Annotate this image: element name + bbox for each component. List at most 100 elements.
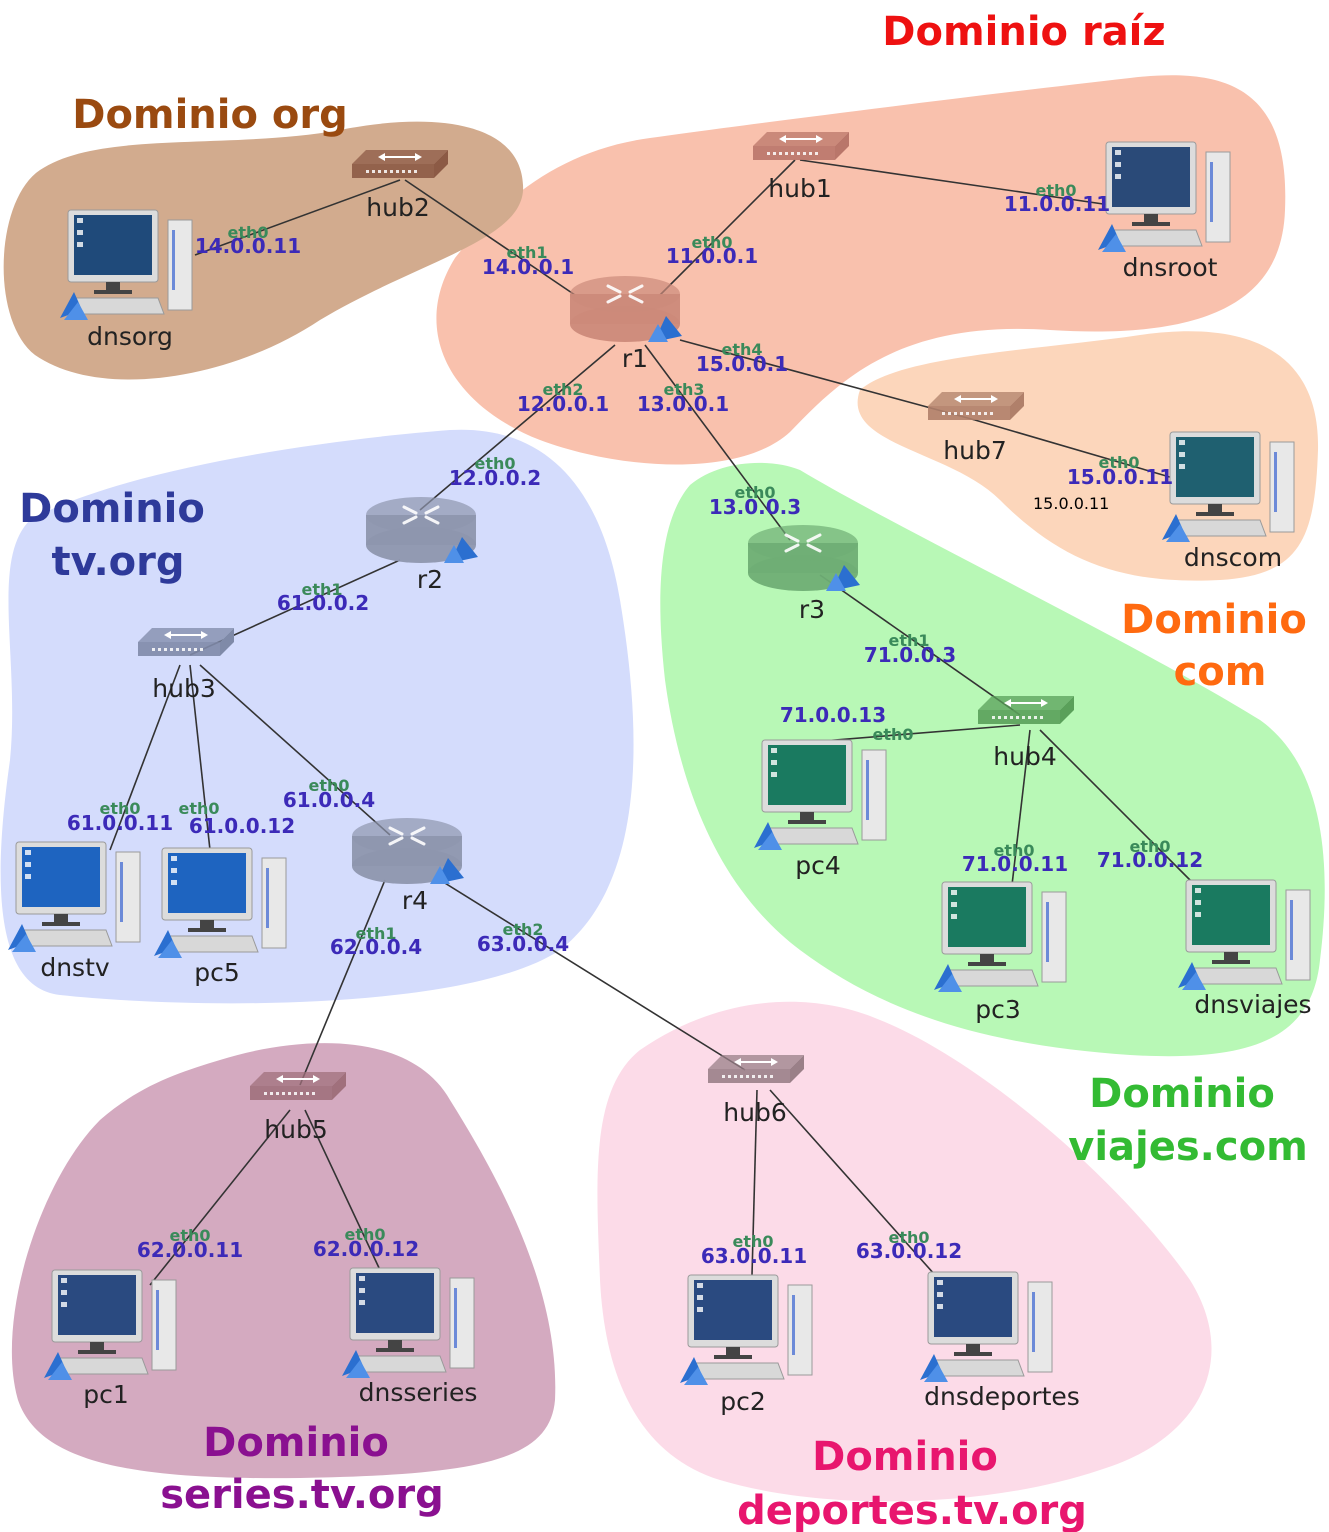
pc1-eth0-iface: eth0 — [169, 1226, 210, 1245]
dnscom-label: dnscom — [1184, 543, 1282, 572]
hub7-label: hub7 — [943, 436, 1006, 465]
domain-title-com-line1: Dominio — [1121, 597, 1307, 643]
hub6-icon[interactable] — [707, 1054, 805, 1084]
r2-eth0-ip: 12.0.0.2 — [449, 466, 541, 490]
dnsseries-pc-icon[interactable] — [341, 1267, 475, 1379]
r4-eth1-ip: 62.0.0.4 — [330, 935, 422, 959]
dnsviajes-pc-icon[interactable] — [1177, 879, 1311, 991]
pc2-label: pc2 — [720, 1387, 766, 1416]
dnstv-pc-icon[interactable] — [7, 841, 141, 953]
r4-eth2-ip: 63.0.0.4 — [477, 932, 569, 956]
link-hub6-pc2 — [751, 1089, 758, 1276]
pc2-eth0-ip: 63.0.0.11 — [701, 1244, 807, 1268]
dnsviajes-label: dnsviajes — [1194, 990, 1311, 1019]
r3-eth0-iface: eth0 — [734, 483, 775, 502]
dnscom-extra-ip: 15.0.0.11 — [1033, 494, 1109, 513]
pc3-pc-icon[interactable] — [933, 881, 1067, 993]
link-r4-hub5 — [299, 879, 386, 1086]
hub3-label: hub3 — [152, 674, 215, 703]
r2-eth1-ip: 61.0.0.2 — [277, 591, 369, 615]
link-hub3-dnstv — [109, 664, 181, 851]
pc5-label: pc5 — [194, 958, 240, 987]
dnsorg-pc-icon[interactable] — [59, 209, 193, 321]
dnscom-eth0-ip: 15.0.0.11 — [1067, 465, 1173, 489]
dnsseries-eth0-ip: 62.0.0.12 — [313, 1237, 419, 1261]
domain-title-raiz: Dominio raíz — [882, 9, 1165, 55]
r1-eth0-ip: 11.0.0.1 — [666, 244, 758, 268]
link-r1-hub7 — [679, 339, 976, 421]
dnsviajes-eth0-iface: eth0 — [1129, 837, 1170, 856]
domain-title-tvorg-line2: tv.org — [52, 539, 185, 585]
network-links — [109, 159, 1196, 1286]
dnsdeportes-label: dnsdeportes — [924, 1382, 1080, 1411]
hub5-icon[interactable] — [249, 1071, 347, 1101]
dnsorg-label: dnsorg — [87, 322, 173, 351]
link-hub4-pc3 — [1011, 729, 1031, 886]
hub1-label: hub1 — [768, 174, 831, 203]
pc2-pc-icon[interactable] — [679, 1274, 813, 1386]
link-hub4-dnsviajes — [1039, 729, 1196, 886]
r1-eth1-iface: eth1 — [506, 243, 547, 262]
dnsdeportes-eth0-ip: 63.0.0.12 — [856, 1239, 962, 1263]
link-hub1-r1 — [659, 159, 796, 296]
r4-eth2-iface: eth2 — [502, 920, 543, 939]
r4-router-icon[interactable] — [350, 816, 466, 886]
interface-labels: eth0 11.0.0.11 eth0 11.0.0.1 eth1 14.0.0… — [67, 181, 1203, 1268]
link-r1-r3 — [644, 344, 791, 541]
r1-eth2-ip: 12.0.0.1 — [517, 392, 609, 416]
r2-eth0-iface: eth0 — [474, 454, 515, 473]
hub2-icon[interactable] — [351, 149, 449, 179]
dnsroot-eth0-ip: 11.0.0.11 — [1004, 192, 1110, 216]
r1-router-icon[interactable] — [568, 274, 684, 344]
hub2-label: hub2 — [366, 193, 429, 222]
r3-router-icon[interactable] — [746, 523, 862, 593]
dnsseries-label: dnsseries — [359, 1378, 478, 1407]
dnsorg-eth0-iface: eth0 — [227, 223, 268, 242]
r1-eth2-iface: eth2 — [542, 380, 583, 399]
r1-eth0-iface: eth0 — [691, 233, 732, 252]
r3-eth1-iface: eth1 — [888, 631, 929, 650]
dnsroot-pc-icon[interactable] — [1097, 141, 1231, 253]
dnscom-pc-icon[interactable] — [1161, 431, 1295, 543]
region-tvorg — [0, 429, 634, 1004]
region-viajes — [660, 462, 1325, 1057]
link-hub5-pc1 — [149, 1109, 291, 1286]
region-org — [3, 121, 524, 380]
link-r1-r2 — [419, 344, 616, 511]
domain-title-viajes-line1: Dominio — [1089, 1071, 1275, 1117]
pc1-pc-icon[interactable] — [43, 1269, 177, 1381]
domain-title-series-line1: Dominio — [203, 1420, 389, 1466]
dnstv-eth0-iface: eth0 — [99, 799, 140, 818]
pc3-label: pc3 — [975, 995, 1021, 1024]
link-hub4-pc4 — [809, 724, 1021, 743]
hub4-icon[interactable] — [977, 695, 1075, 725]
hub6-label: hub6 — [723, 1098, 786, 1127]
r2-label: r2 — [417, 565, 443, 594]
pc4-pc-icon[interactable] — [753, 739, 887, 851]
link-hub5-dnsseries — [304, 1109, 381, 1271]
pc3-eth0-ip: 71.0.0.11 — [962, 852, 1068, 876]
link-hub2-dnsorg — [194, 179, 401, 256]
domain-title-deportes-line2: deportes.tv.org — [737, 1488, 1087, 1532]
pc3-eth0-iface: eth0 — [993, 841, 1034, 860]
r3-eth0-ip: 13.0.0.3 — [709, 495, 801, 519]
r2-eth1-iface: eth1 — [301, 580, 342, 599]
r1-eth3-iface: eth3 — [663, 380, 704, 399]
dnsseries-eth0-iface: eth0 — [344, 1225, 385, 1244]
hub1-icon[interactable] — [752, 131, 850, 161]
dnsdeportes-pc-icon[interactable] — [919, 1271, 1053, 1383]
r3-eth1-ip: 71.0.0.3 — [864, 643, 956, 667]
dnsdeportes-eth0-iface: eth0 — [888, 1228, 929, 1247]
pc5-pc-icon[interactable] — [153, 847, 287, 959]
pc4-label: pc4 — [795, 851, 841, 880]
domain-title-series-line2: series.tv.org — [160, 1472, 443, 1518]
dnsviajes-eth0-ip: 71.0.0.12 — [1097, 848, 1203, 872]
pc5-eth0-ip: 61.0.0.12 — [189, 814, 295, 838]
region-series — [11, 1043, 556, 1479]
r4-eth0-iface: eth0 — [308, 776, 349, 795]
r2-router-icon[interactable] — [364, 495, 480, 565]
hub7-icon[interactable] — [927, 391, 1025, 421]
r3-label: r3 — [799, 595, 825, 624]
dnstv-eth0-ip: 61.0.0.11 — [67, 811, 173, 835]
hub3-icon[interactable] — [137, 627, 235, 657]
